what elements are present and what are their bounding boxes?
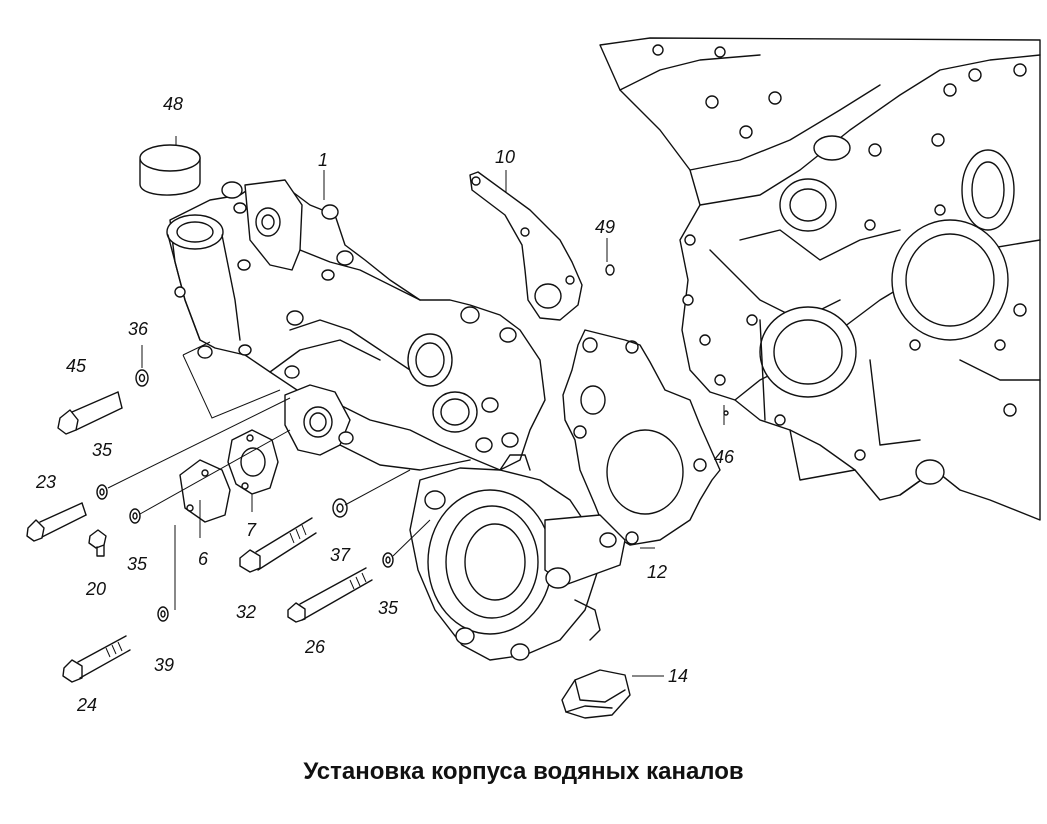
callout-32: 32 bbox=[236, 602, 256, 622]
callout-35-c: 35 bbox=[378, 598, 399, 618]
bolt-32 bbox=[239, 517, 317, 573]
bolt-24 bbox=[62, 635, 131, 683]
callout-48: 48 bbox=[163, 94, 183, 114]
callout-7: 7 bbox=[246, 520, 257, 540]
gasket-12 bbox=[562, 329, 721, 546]
cap-48 bbox=[139, 144, 201, 196]
cover-6 bbox=[179, 459, 231, 523]
callout-35-b: 35 bbox=[127, 554, 148, 574]
thermostat-housing bbox=[409, 454, 626, 661]
callout-20: 20 bbox=[85, 579, 106, 599]
assembly-lines bbox=[107, 136, 725, 677]
callout-14: 14 bbox=[668, 666, 688, 686]
callout-6: 6 bbox=[198, 549, 209, 569]
callout-45: 45 bbox=[66, 356, 87, 376]
bolt-20 bbox=[88, 529, 107, 557]
water-channel-housing-1 bbox=[166, 179, 546, 471]
callout-23: 23 bbox=[35, 472, 56, 492]
callout-39: 39 bbox=[154, 655, 174, 675]
gasket-7 bbox=[227, 429, 279, 495]
figure-caption: Установка корпуса водяных каналов bbox=[303, 758, 744, 785]
callouts: 48 1 10 49 36 45 35 23 35 20 6 7 37 32 3… bbox=[35, 94, 735, 715]
callout-1: 1 bbox=[318, 150, 328, 170]
callout-49: 49 bbox=[595, 217, 615, 237]
bolt-26 bbox=[287, 567, 373, 623]
callout-37: 37 bbox=[330, 545, 351, 565]
callout-36: 36 bbox=[128, 319, 149, 339]
bolt-45 bbox=[57, 391, 123, 435]
gasket-10 bbox=[469, 171, 583, 321]
callout-24: 24 bbox=[76, 695, 97, 715]
callout-35-a: 35 bbox=[92, 440, 113, 460]
callout-46: 46 bbox=[714, 447, 735, 467]
callout-26: 26 bbox=[304, 637, 326, 657]
callout-12: 12 bbox=[647, 562, 667, 582]
plug-14 bbox=[561, 669, 631, 719]
callout-10: 10 bbox=[495, 147, 515, 167]
washers bbox=[96, 264, 729, 622]
engine-block bbox=[599, 37, 1041, 521]
bolt-23 bbox=[26, 502, 87, 542]
